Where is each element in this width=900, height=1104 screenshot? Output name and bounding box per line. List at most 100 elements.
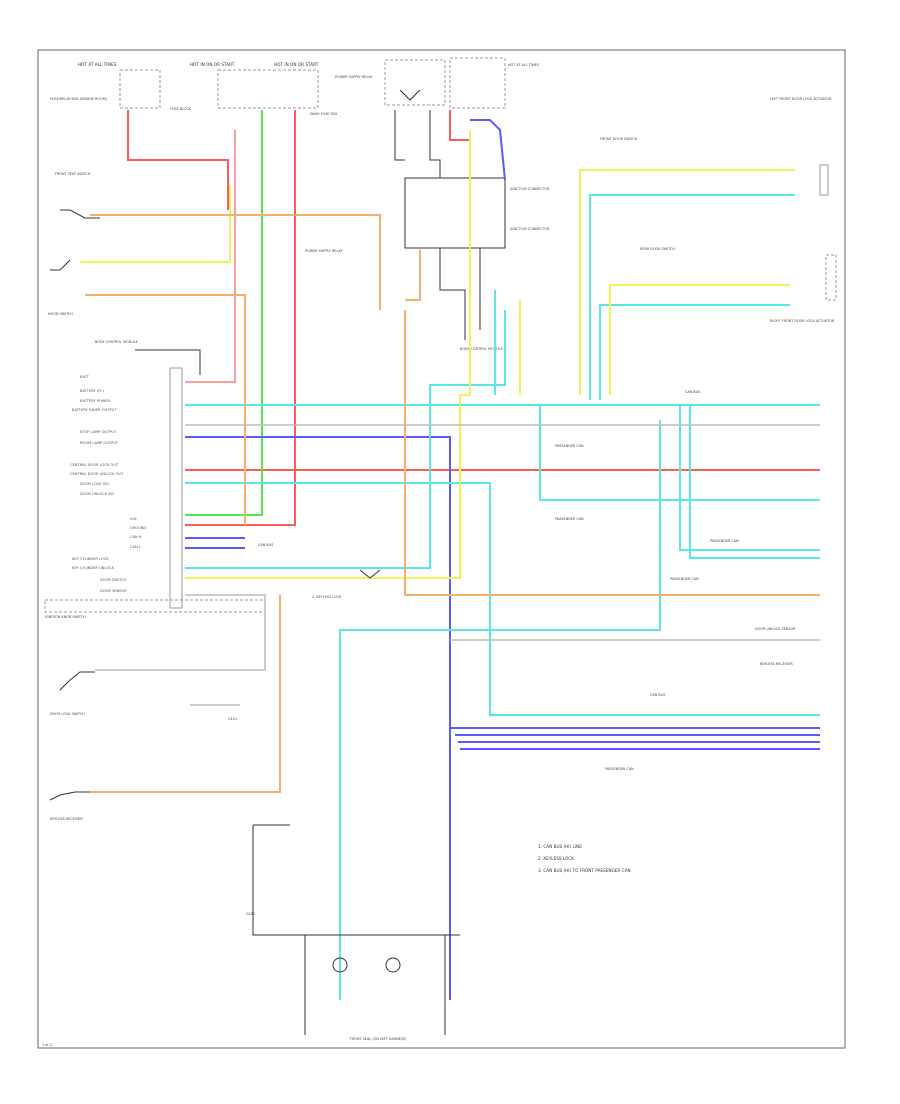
- left-front-door-label: LEFT FRONT DOOR LOCK ACTUATOR: [770, 97, 832, 101]
- wire-cyan-9: [589, 194, 795, 400]
- ignition-switch-symbol: [59, 671, 95, 691]
- seat-switch-symbol: [60, 209, 100, 219]
- wire-cyan-3: [185, 482, 820, 716]
- bcm-pin-1: BATTERY (FL): [80, 389, 104, 393]
- bcm-heading: BODY CONTROL MODULE: [95, 340, 138, 344]
- wire-red-2: [185, 110, 296, 526]
- can-bus-label-2: CAN BUS: [650, 693, 665, 697]
- wire-cyan-4: [185, 405, 431, 569]
- relay-line-1: [429, 110, 441, 178]
- fuse-area-top: HOT AT ALL TIMES HOT IN ON OR START HOT …: [50, 57, 539, 116]
- junction-line-1: [439, 248, 466, 340]
- wire-yellow-3: [579, 169, 795, 395]
- front-seal-label: FRONT SEAL (ON LEFT HARNESS): [350, 1037, 407, 1041]
- wire-yellow-1: [80, 185, 231, 263]
- wire-cyan-8: [689, 405, 820, 559]
- bcm-pin-11: GROUND: [130, 526, 146, 530]
- legend-item-2: 2. KEYLESS LOCK: [538, 856, 574, 861]
- wire-blue-1: [470, 119, 506, 181]
- passenger-can-label-2: PASSENGER CAN: [555, 517, 584, 521]
- door-connector-1: [819, 164, 829, 196]
- wire-yellow-2: [185, 130, 471, 579]
- bcm-pin-7: CENTRAL DOOR UNLOCK OUT: [70, 472, 124, 476]
- passenger-can-label-4: PASSENGER CAN: [670, 577, 699, 581]
- can-bus-label-1: CAN BUS: [685, 390, 700, 394]
- bcm-pin-3: BATTERY SAVER OUTPUT: [72, 408, 117, 412]
- junction-label-3: BODY CONTROL MODULE: [460, 347, 503, 351]
- bcm-pin-10: IGN: [130, 517, 137, 521]
- fuse-box-1: [119, 69, 161, 109]
- passenger-can-label-3: PASSENGER CAN: [710, 539, 739, 543]
- relay-contact: [399, 89, 421, 101]
- bcm-pin-6: CENTRAL DOOR LOCK OUT: [70, 463, 119, 467]
- can-bus-label-3: CAN BUS: [258, 543, 273, 547]
- bcm-pin-4: STOP LAMP OUTPUT: [80, 430, 117, 434]
- light-relay-label: POWER SUPPLY RELAY: [305, 249, 343, 253]
- legend-item-1: 1. CAN BUS (HI) LINE: [538, 844, 582, 849]
- fuse-box-3-label: HOT AT ALL TIMES: [508, 63, 539, 67]
- wire-cyan-10: [599, 304, 790, 400]
- door-actuators-right: LEFT FRONT DOOR LOCK ACTUATOR FRONT DOOR…: [600, 97, 837, 323]
- fuse-label-3: HOT IN ON OR START: [274, 62, 319, 67]
- bcm-pin-13: CAN L: [130, 545, 141, 549]
- wire-gray-2: [95, 594, 266, 671]
- wire-cyan-6: [539, 405, 820, 501]
- door-unlock-sensor-label: DOOR UNLOCK SENSOR: [755, 627, 796, 631]
- seal-pin-circle-2: [385, 957, 401, 973]
- hood-switch-symbol: [50, 259, 71, 271]
- junction-block: JUNCTION CONNECTOR JUNCTION CONNECTOR BO…: [305, 177, 550, 351]
- ground-left-label: G101: [228, 717, 237, 721]
- power-relay-label: POWER SUPPLY RELAY: [335, 75, 373, 79]
- ground-bottom-line: [252, 825, 460, 936]
- circuit-lines: G201: [246, 89, 481, 1035]
- fuse-label-1: HOT AT ALL TIMES: [78, 62, 117, 67]
- bcm-pin-8: DOOR LOCK SIG: [80, 482, 109, 486]
- legend: 1. CAN BUS (HI) LINE 2. KEYLESS LOCK 3. …: [538, 844, 631, 873]
- wire-cyan-2: [429, 310, 506, 405]
- bcm-bottom-bracket: [44, 599, 266, 613]
- door-lock-switch-label: DOOR LOCK SWITCH: [50, 712, 85, 716]
- wire-red-3: [449, 110, 471, 180]
- fuse-box-3: [449, 57, 506, 109]
- wire-red-1: [127, 110, 229, 210]
- junction-label-2: JUNCTION CONNECTOR: [509, 227, 550, 231]
- wire-orange-5: [405, 250, 421, 301]
- fuse-label-2: HOT IN ON OR START: [190, 62, 235, 67]
- door-connector-2: [825, 254, 837, 301]
- door-unlock-symbol: [359, 569, 381, 579]
- wire-cyan-7: [679, 405, 820, 551]
- wire-cyan-5: [339, 420, 661, 1000]
- passenger-can-label-5: PASSENGER CAN: [605, 767, 634, 771]
- bcm-connector: [169, 367, 183, 609]
- diagram-frame: [37, 49, 846, 1049]
- ground-bottom-label: G201: [246, 912, 255, 916]
- keyless-receiver-label: KEYLESS RECEIVER: [50, 817, 83, 821]
- left-components: FRONT SEAT SWITCH HOOD SWITCH IGNITION K…: [45, 172, 237, 821]
- ignition-knob-label: IGNITION KNOB SWITCH: [45, 615, 86, 619]
- fuse-block-label-mid: FUSE BLOCK: [170, 107, 192, 111]
- relay-box: [384, 59, 446, 106]
- right-front-door-label: RIGHT FRONT DOOR LOCK ACTUATOR: [770, 319, 835, 323]
- wires: [80, 110, 820, 1000]
- wire-blue-2: [185, 436, 451, 1000]
- bcm-pin-12: CAN H: [130, 535, 142, 539]
- keyless-switch-symbol: [49, 791, 90, 801]
- rear-door-switch-label: REAR DOOR SWITCH: [640, 247, 675, 251]
- bcm-pin-17: DOOR SENSOR: [100, 589, 127, 593]
- keyless-lock-label: 2. KEYLESS LOCK: [312, 595, 342, 599]
- wire-green-1: [185, 110, 263, 516]
- bcm-pin-2: BATTERY POWER: [80, 399, 111, 403]
- wire-yellow-4: [609, 284, 790, 395]
- hood-switch-label: HOOD SWITCH: [48, 312, 73, 316]
- page-code: 1 of 2: [42, 1043, 52, 1047]
- bcm-pin-9: DOOR UNLOCK SIG: [80, 492, 114, 496]
- wire-orange-2: [85, 294, 246, 525]
- bcm-pin-list: BODY CONTROL MODULE BATT BATTERY (FL) BA…: [44, 340, 266, 613]
- wire-orange-4: [90, 595, 281, 793]
- passenger-can-label-1: PASSENGER CAN: [555, 444, 584, 448]
- front-seat-switch-label: FRONT SEAT SWITCH: [55, 172, 91, 176]
- seal-pin-circle-1: [332, 957, 348, 973]
- junction-box: [404, 177, 506, 249]
